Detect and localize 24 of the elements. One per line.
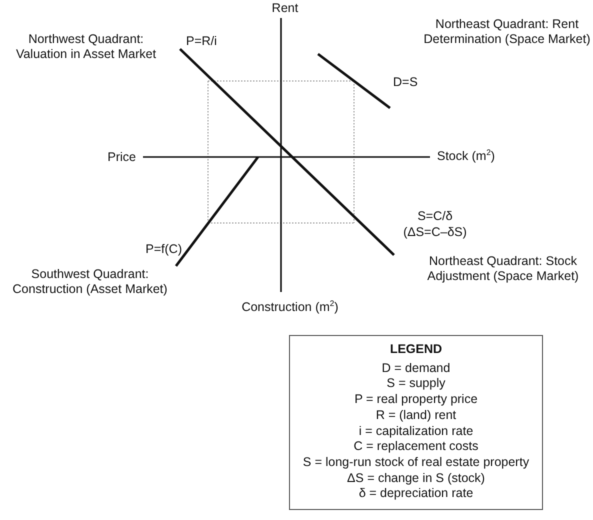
axis-label: Construction (m$^{2}$) <box>242 300 338 314</box>
quadrant-label: Northeast Quadrant: Stock Adjustment (Space Market) <box>427 254 579 283</box>
legend-entry: i = capitalization rate <box>358 424 474 440</box>
equation-label: P=R/i <box>186 34 217 48</box>
legend-entry: S = supply <box>386 376 446 392</box>
axis-label: Rent <box>272 1 298 15</box>
equation-label: P=f(C) <box>146 242 182 256</box>
equation-label: D=S <box>393 75 418 89</box>
legend-entry: D = demand <box>382 360 450 376</box>
legend-entry: C = replacement costs <box>354 439 478 455</box>
quadrant-label: Southwest Quadrant: Construction (Asset Market) <box>12 267 168 296</box>
axis-label: Price <box>108 150 136 164</box>
legend-entry: ΔS = change in S (stock) <box>347 470 485 486</box>
legend-entry: R = (land) rent <box>376 408 456 424</box>
legend-heading: LEGEND <box>390 342 442 358</box>
legend-entry: P = real property price <box>354 392 478 408</box>
quadrant-label: Northwest Quadrant: Valuation in Asset Market <box>16 32 156 61</box>
quadrant-label: Northeast Quadrant: Rent Determination (Space Market) <box>424 17 590 46</box>
legend-entry: S = long-run stock of real estate property <box>302 454 530 471</box>
legend-box <box>289 335 543 510</box>
equation-label: S=C/δ <box>417 209 453 223</box>
equation-label: (ΔS=C–δS) <box>403 225 467 239</box>
legend-entry: δ = depreciation rate <box>358 486 474 502</box>
axis-label: Stock (m$^{2}$) <box>437 149 495 163</box>
